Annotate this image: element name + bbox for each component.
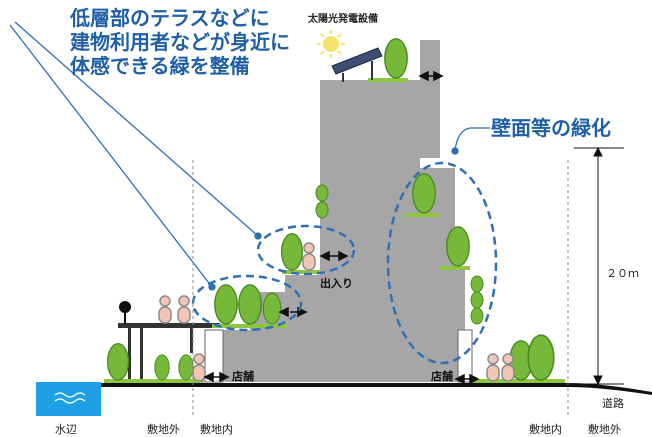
water-area	[36, 382, 101, 416]
building-body	[220, 40, 455, 382]
sun-icon	[317, 30, 345, 58]
vine-east-wall	[470, 275, 484, 325]
ground-line	[100, 383, 652, 395]
people-terrace-left	[158, 295, 191, 324]
people-ground-right	[486, 353, 515, 382]
tree-group-roof	[384, 38, 408, 79]
entrance-arrows	[203, 70, 480, 385]
grass-east-1	[406, 213, 440, 217]
terrace-post-3	[190, 328, 193, 353]
waterside-label: 水辺	[55, 423, 77, 436]
grass-ground-right	[470, 379, 565, 383]
leader-lines	[9, 21, 490, 291]
callout-left-line-2: 建物利用者などが身近に	[70, 30, 290, 54]
shop-door-right	[457, 329, 473, 383]
callout-left-line-3: 体感できる緑を整備	[70, 54, 250, 78]
terrace-post-1	[128, 328, 131, 383]
site-out-right-label: 敷地外	[588, 423, 621, 436]
height-label: ２０ｍ	[606, 267, 639, 280]
person-terrace-mid	[302, 242, 316, 271]
vine-west-wall	[315, 184, 329, 219]
street-lamp	[119, 301, 131, 313]
terrace-post-2	[140, 328, 143, 383]
terrace-deck	[118, 323, 220, 328]
road-label: 道路	[602, 397, 624, 410]
grass-terrace-low	[212, 324, 287, 328]
tree-group-terrace-mid	[280, 232, 304, 271]
building-east-tier	[405, 168, 470, 382]
callout-right-label: 壁面等の緑化	[491, 116, 611, 140]
site-out-left-label: 敷地外	[147, 423, 180, 436]
grass-roof	[368, 78, 408, 82]
shop-label-left: 店舗	[232, 370, 254, 383]
shop-door-left	[204, 329, 224, 383]
highlight-ellipses	[191, 161, 498, 365]
water-wave-1	[54, 392, 86, 398]
entrance-label: 出入り	[320, 277, 353, 290]
grass-east-2	[440, 266, 470, 270]
tree-group-ground-right	[509, 334, 555, 381]
site-in-left-label: 敷地内	[200, 423, 233, 436]
grass-terrace-mid	[282, 270, 320, 274]
solar-panel-icon	[331, 47, 383, 82]
solar-label: 太陽光発電設備	[308, 14, 378, 25]
shop-label-right: 店舗	[431, 370, 453, 383]
callout-left-line-1: 低層部のテラスなどに	[70, 6, 270, 30]
height-dimension	[574, 146, 624, 386]
water-wave-2	[54, 398, 86, 404]
person-ground-left	[192, 353, 206, 382]
grass-ground-left	[104, 379, 204, 383]
site-in-right-label: 敷地内	[529, 423, 562, 436]
tree-group-terrace-low	[214, 284, 282, 325]
site-boundaries	[192, 160, 569, 418]
tree-group-ground-left	[106, 342, 194, 381]
